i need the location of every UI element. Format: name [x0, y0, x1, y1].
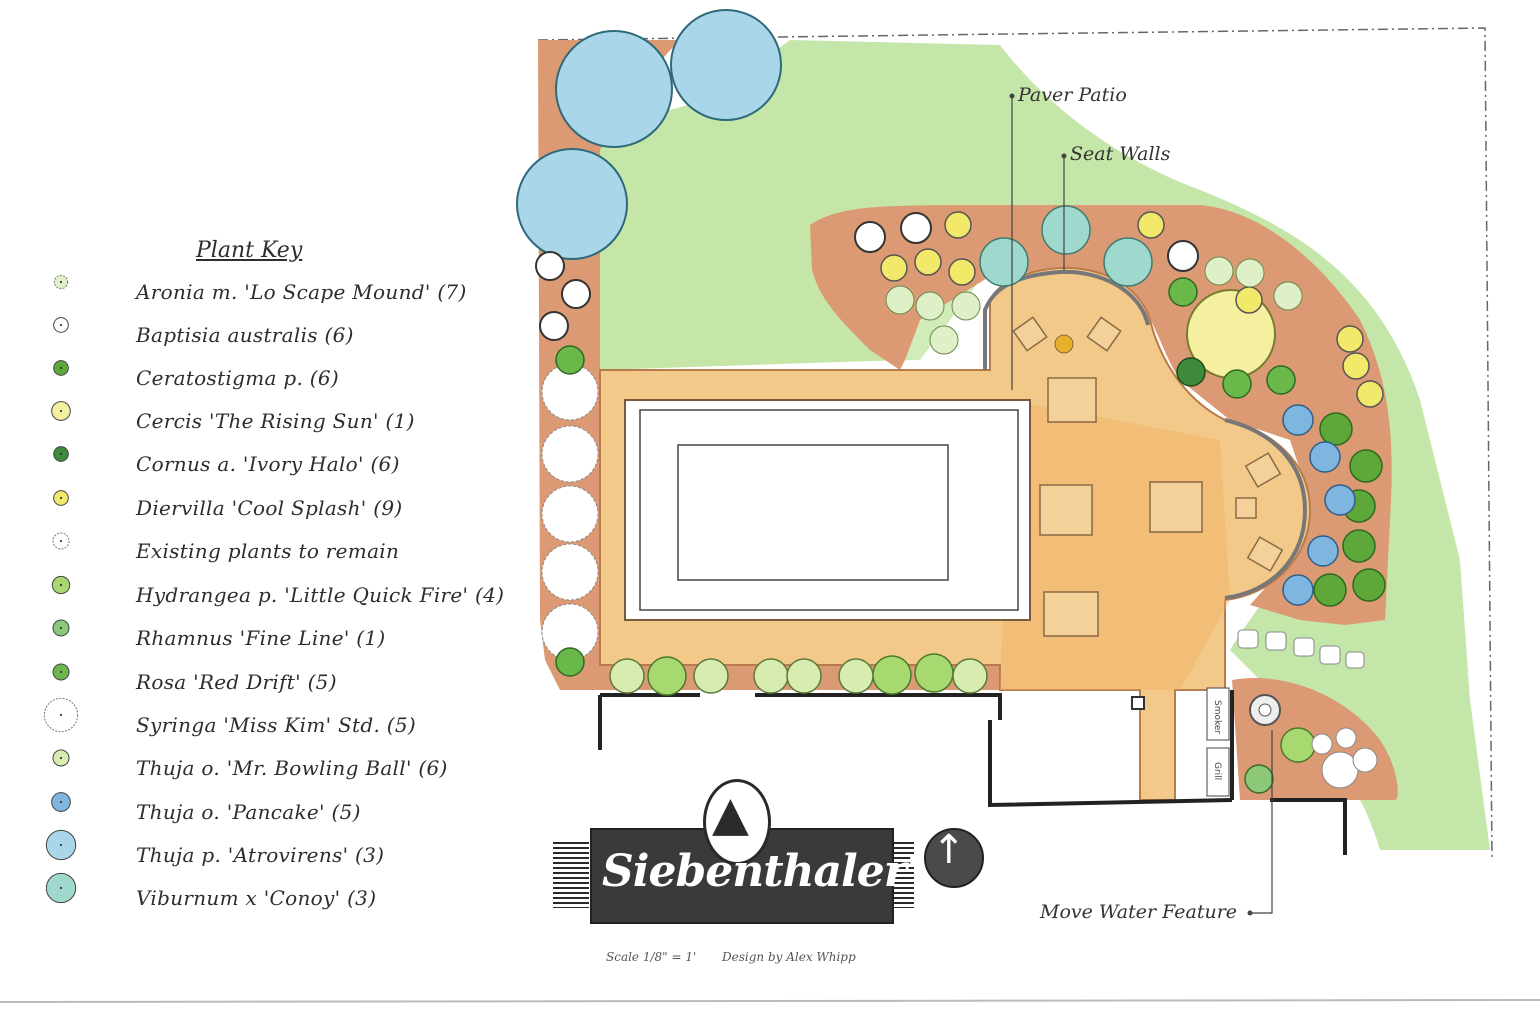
- diervilla-icon: [53, 490, 69, 506]
- tree-logo-icon: ▲: [712, 786, 749, 842]
- rosa-shrubs: [555, 277, 1296, 677]
- legend-item: Rhamnus 'Fine Line' (1): [38, 618, 538, 658]
- syringa-icon: [43, 697, 79, 733]
- cornus-icon: [53, 446, 69, 462]
- legend-item-label: Diervilla 'Cool Splash' (9): [136, 496, 403, 520]
- thuja-bowling-ball-icon: [52, 749, 70, 767]
- legend-item-label: Thuja o. 'Pancake' (5): [136, 800, 361, 824]
- paver-patio-label: Paver Patio: [1018, 84, 1127, 106]
- viburnum-shrubs: [979, 205, 1153, 287]
- thuja-atrovirens-icon: [45, 829, 77, 861]
- viburnum-icon: [45, 872, 77, 904]
- house-outline: [598, 690, 1347, 855]
- logo-stripes-left: [553, 842, 589, 908]
- cornus-shrubs: [1176, 357, 1206, 387]
- rosa-icon: [52, 663, 70, 681]
- legend-item: Viburnum x 'Conoy' (3): [38, 872, 538, 918]
- legend-item: Rosa 'Red Drift' (5): [38, 662, 538, 702]
- patio-furniture: [1012, 316, 1284, 637]
- legend-item-label: Rosa 'Red Drift' (5): [136, 670, 337, 694]
- thuja-pancake-shrubs: [1282, 404, 1356, 606]
- pool-water: [677, 444, 949, 581]
- grill-label: Grill: [1212, 762, 1222, 781]
- plant-key-title: Plant Key: [196, 238, 303, 263]
- seat-wall-east: [1224, 418, 1308, 600]
- legend-item: Cornus a. 'Ivory Halo' (6): [38, 444, 538, 484]
- diervilla-shrubs: [880, 211, 1384, 408]
- aronia-shrubs: [885, 256, 1303, 355]
- legend-item: Baptisia australis (6): [38, 315, 538, 355]
- legend-item-label: Aronia m. 'Lo Scape Mound' (7): [136, 280, 467, 304]
- grill-box: [1206, 747, 1230, 797]
- legend-item: Thuja o. 'Pancake' (5): [38, 792, 538, 832]
- logo-oval: [703, 779, 771, 865]
- existing-plants: [541, 363, 599, 661]
- property-line-bottom: [0, 999, 1540, 1003]
- seat-wall: [983, 269, 1150, 370]
- legend-item-label: Ceratostigma p. (6): [136, 366, 339, 390]
- legend-item: Cercis 'The Rising Sun' (1): [38, 401, 538, 441]
- cercis-icon: [51, 401, 71, 421]
- legend-item: Diervilla 'Cool Splash' (9): [38, 488, 538, 528]
- legend-item: Thuja o. 'Mr. Bowling Ball' (6): [38, 748, 538, 788]
- legend-item-label: Cercis 'The Rising Sun' (1): [136, 409, 415, 433]
- brand-name: Siebenthaler's: [602, 846, 943, 897]
- legend-item-label: Baptisia australis (6): [136, 323, 354, 347]
- rhamnus-shrub: [1244, 764, 1274, 794]
- legend-item-label: Rhamnus 'Fine Line' (1): [136, 626, 386, 650]
- thuja-pancake-icon: [51, 792, 71, 812]
- callout-leaders: [1011, 96, 1273, 914]
- legend-item: Syringa 'Miss Kim' Std. (5): [38, 697, 538, 745]
- perennial-groundcover: [1237, 629, 1378, 789]
- thuja-bowling-ball-shrubs: [609, 658, 988, 694]
- legend-item-label: Viburnum x 'Conoy' (3): [136, 886, 377, 910]
- smoker-box: [1206, 687, 1230, 741]
- smoker-label: Smoker: [1212, 700, 1222, 735]
- legend-item: Ceratostigma p. (6): [38, 358, 538, 398]
- baptisia-icon: [53, 317, 69, 333]
- rhamnus-icon: [52, 619, 70, 637]
- scale-label: Scale 1/8" = 1': [606, 950, 697, 964]
- baptisia-shrubs: [535, 212, 1199, 341]
- thuja-atrovirens-trees: [516, 9, 782, 260]
- ceratostigma-icon: [53, 360, 69, 376]
- north-arrow-badge: [924, 828, 984, 888]
- seat-walls-label: Seat Walls: [1070, 143, 1171, 165]
- property-line: [537, 27, 1493, 861]
- legend-item-label: Thuja o. 'Mr. Bowling Ball' (6): [136, 756, 448, 780]
- patio-shading: [1000, 400, 1230, 690]
- hydrangea-icon: [51, 575, 71, 595]
- existing-plant-icon: [52, 532, 70, 550]
- pool-edge: [639, 409, 1019, 611]
- legend-item: Thuja p. 'Atrovirens' (3): [38, 829, 538, 875]
- ceratostigma-shrubs: [1313, 412, 1386, 607]
- legend-item: Hydrangea p. 'Little Quick Fire' (4): [38, 575, 538, 615]
- designer-label: Design by Alex Whipp: [722, 950, 856, 964]
- fire-feature: [1054, 334, 1074, 354]
- legend-item: Aronia m. 'Lo Scape Mound' (7): [38, 272, 538, 312]
- utility-box: [1131, 696, 1145, 710]
- aronia-icon: [53, 274, 69, 290]
- hydrangea-shrubs: [647, 653, 1316, 763]
- north-arrow-icon: ↑: [932, 827, 966, 873]
- legend-item-label: Syringa 'Miss Kim' Std. (5): [136, 713, 417, 737]
- legend-item-label: Thuja p. 'Atrovirens' (3): [136, 843, 385, 867]
- water-feature-center: [1258, 703, 1272, 717]
- legend-item-label: Hydrangea p. 'Little Quick Fire' (4): [136, 583, 505, 607]
- move-water-feature-label: Move Water Feature: [1040, 901, 1238, 923]
- legend-item-label: Cornus a. 'Ivory Halo' (6): [136, 452, 400, 476]
- legend-item: Existing plants to remain: [38, 531, 538, 571]
- legend-item-label: Existing plants to remain: [136, 539, 400, 563]
